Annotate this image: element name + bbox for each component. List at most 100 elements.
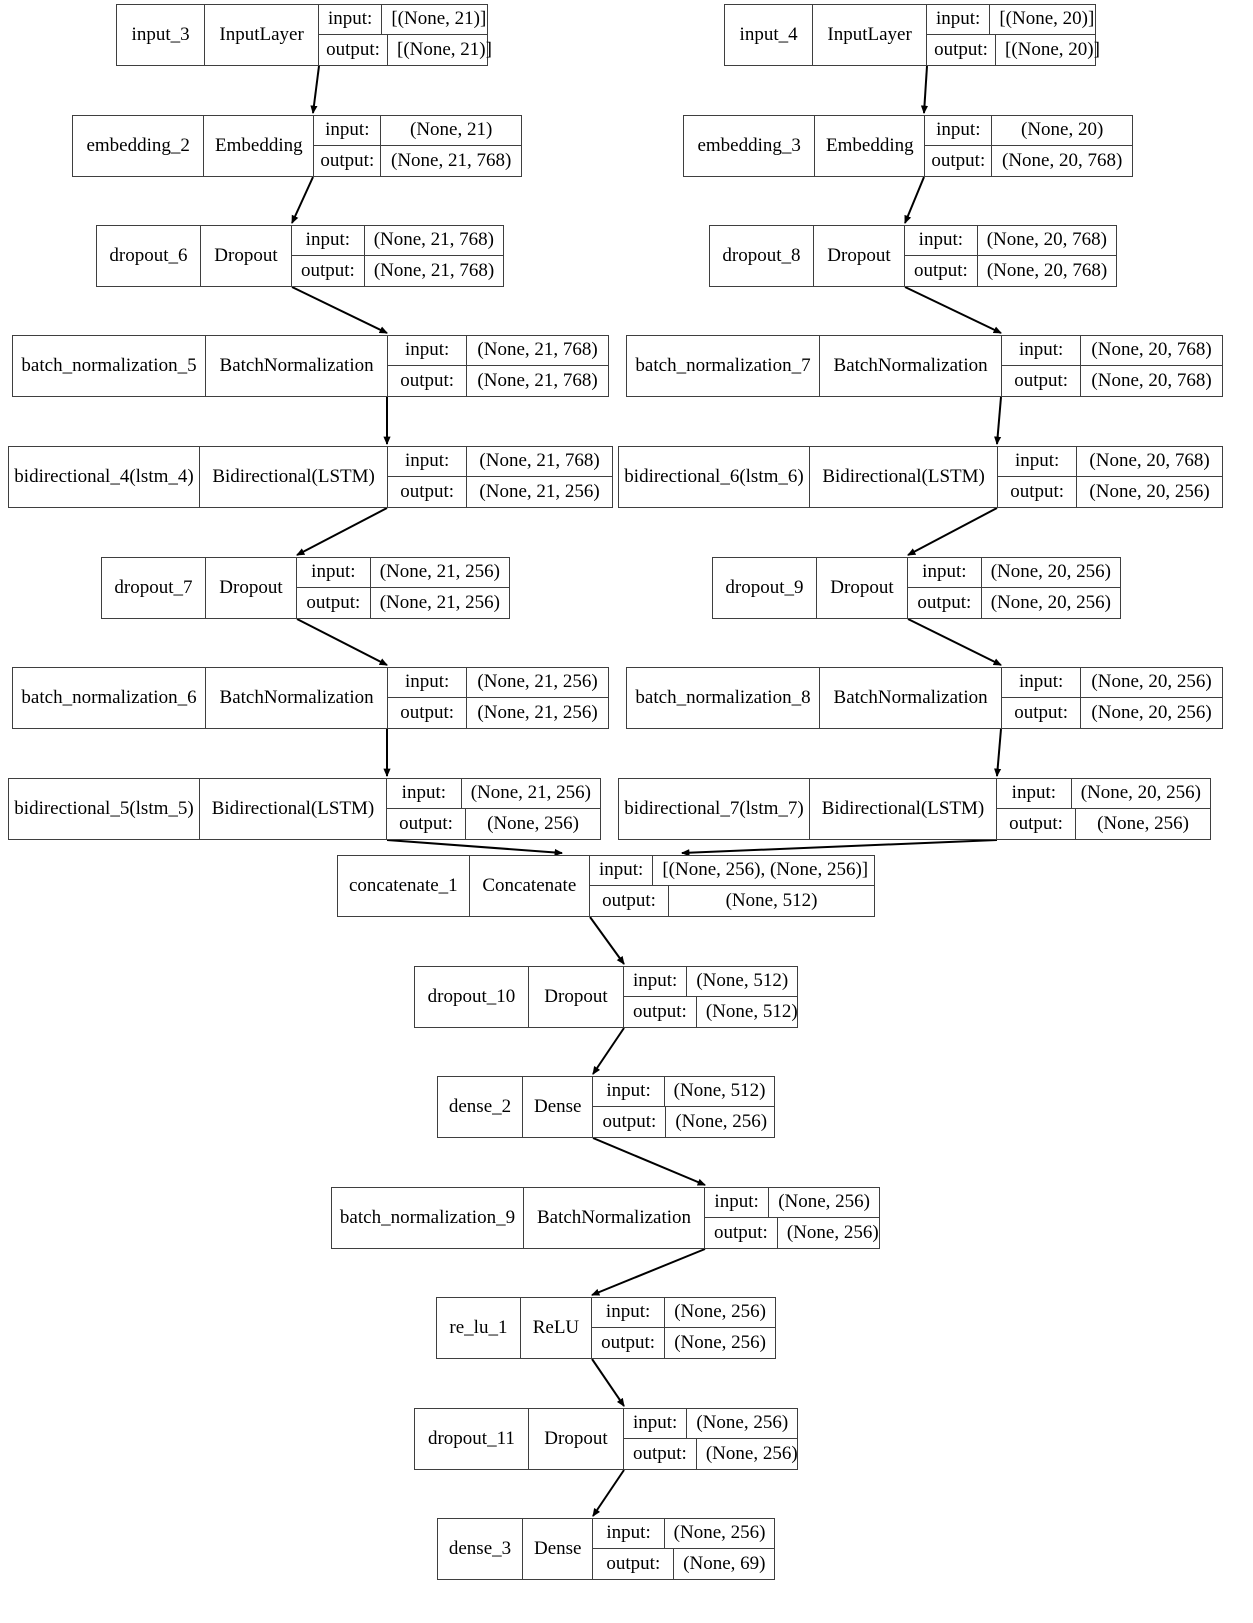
input-shape: [(None, 21)] (381, 5, 495, 34)
input-label: input: (404, 450, 450, 472)
layer-name: dropout_8 (722, 244, 801, 266)
layer-io-table: input:(None, 256)output:(None, 256) (623, 1409, 798, 1469)
output-label: output: (714, 1221, 768, 1243)
layer-io-output-row: output:(None, 20, 768) (925, 146, 1132, 176)
layer-node-bidirectional_6: bidirectional_6(lstm_6)Bidirectional(LST… (618, 446, 1223, 508)
input-label: input: (404, 339, 450, 361)
layer-io-input-row: input:(None, 256) (593, 1519, 775, 1549)
input-shape: (None, 512) (686, 967, 797, 996)
output-label: output: (602, 889, 656, 911)
layer-type: Dropout (204, 558, 296, 618)
input-label: input: (605, 1301, 651, 1323)
layer-type: Bidirectional(LSTM) (809, 447, 997, 507)
output-label: output: (301, 259, 355, 281)
output-label: output: (602, 1110, 657, 1132)
layer-name: bidirectional_4(lstm_4) (14, 465, 194, 487)
input-label: input: (633, 970, 678, 992)
layer-io-table: input:(None, 21)output:(None, 21, 768) (313, 116, 521, 176)
input-label: input: (328, 8, 373, 30)
layer-io-output-row: output:(None, 20, 256) (998, 477, 1222, 507)
layer-type: Dropout (199, 226, 291, 286)
layer-type: InputLayer (204, 5, 318, 65)
output-label: output: (400, 701, 455, 723)
output-label: output: (633, 1442, 687, 1464)
layer-io-output-row: output:[(None, 21)] (319, 35, 492, 65)
layer-name: batch_normalization_5 (21, 354, 197, 376)
input-shape: (None, 21, 768) (466, 336, 608, 365)
input-label: input: (325, 119, 370, 141)
layer-io-table: input:[(None, 256), (None, 256)]output:(… (589, 856, 874, 916)
input-shape: (None, 21, 256) (460, 779, 600, 808)
layer-io-table: input:(None, 20, 256)output:(None, 256) (996, 779, 1210, 839)
input-shape: (None, 21) (380, 116, 521, 145)
output-label: output: (1014, 701, 1069, 723)
layer-type: Bidirectional(LSTM) (199, 447, 387, 507)
layer-io-output-row: output:(None, 21, 256) (388, 477, 612, 507)
output-shape: (None, 21, 256) (466, 698, 608, 728)
layer-type: InputLayer (812, 5, 926, 65)
input-shape: (None, 20, 768) (976, 226, 1116, 255)
edge-batch_normalization_7-to-bidirectional_6 (994, 396, 1002, 445)
edge-dense_2-to-batch_normalization_9 (592, 1137, 706, 1186)
layer-io-table: input:(None, 256)output:(None, 256) (591, 1298, 775, 1358)
layer-io-output-row: output:(None, 20, 256) (908, 588, 1120, 618)
output-label: output: (399, 812, 453, 834)
input-label: input: (305, 229, 351, 251)
output-shape: (None, 20, 256) (980, 588, 1120, 618)
output-shape: (None, 20, 256) (1076, 477, 1222, 507)
layer-io-input-row: input:(None, 20, 256) (908, 558, 1120, 588)
edge-input_4-to-embedding_3 (920, 65, 929, 114)
output-label: output: (306, 591, 361, 613)
output-label: output: (326, 38, 380, 60)
input-label: input: (401, 782, 447, 804)
output-label: output: (633, 1000, 687, 1022)
edge-bidirectional_6-to-dropout_9 (907, 507, 998, 556)
layer-io-output-row: output:(None, 20, 768) (905, 256, 1116, 286)
input-label: input: (918, 229, 964, 251)
layer-io-input-row: input:[(None, 21)] (319, 5, 487, 35)
layer-type: BatchNormalization (205, 668, 387, 728)
layer-io-input-row: input:(None, 20) (925, 116, 1132, 146)
layer-io-output-row: output: (None, 21, 256) (388, 698, 608, 728)
input-label: input: (599, 859, 644, 881)
input-label: input: (1018, 339, 1064, 361)
input-label: input: (311, 561, 356, 583)
layer-io-table: input:(None, 21, 256)output:(None, 21, 2… (296, 558, 509, 618)
layer-io-input-row: input:(None, 20, 256) (1002, 668, 1222, 698)
input-label: input: (936, 119, 981, 141)
output-shape: (None, 512) (695, 997, 807, 1027)
input-label: input: (936, 8, 981, 30)
layer-io-input-row: input:[(None, 256), (None, 256)] (590, 856, 874, 886)
layer-type: Embedding (203, 116, 313, 176)
layer-io-output-row: output:(None, 256) (624, 1439, 798, 1469)
edge-batch_normalization_8-to-bidirectional_7 (994, 728, 1002, 777)
layer-io-table: input:[(None, 21)]output:[(None, 21)] (318, 5, 492, 65)
output-shape: (None, 21, 768) (466, 366, 608, 396)
layer-name: dense_3 (448, 1537, 512, 1559)
edge-batch_normalization_9-to-re_lu_1 (591, 1248, 706, 1296)
output-shape: (None, 21, 768) (380, 146, 521, 176)
layer-io-table: input:(None, 21, 256)output:(None, 21, 2… (387, 668, 608, 728)
input-label: input: (922, 561, 967, 583)
edge-embedding_2-to-dropout_6 (291, 176, 314, 224)
layer-io-table: input:(None, 20)output:(None, 20, 768) (924, 116, 1132, 176)
layer-io-input-row: input: (None, 20, 768) (905, 226, 1116, 256)
output-shape: (None, 256) (695, 1439, 807, 1469)
layer-name: dropout_9 (725, 576, 804, 598)
output-shape: (None, 21, 256) (369, 588, 509, 618)
layer-io-input-row: input:[(None, 20)] (927, 5, 1095, 35)
layer-io-output-row: output:(None, 20, 256) (1002, 698, 1222, 728)
layer-io-input-row: input: (None, 21) (314, 116, 521, 146)
output-label: output: (400, 369, 455, 391)
layer-io-output-row: output:(None, 20, 768) (1002, 366, 1222, 396)
layer-type: Bidirectional(LSTM) (809, 779, 996, 839)
